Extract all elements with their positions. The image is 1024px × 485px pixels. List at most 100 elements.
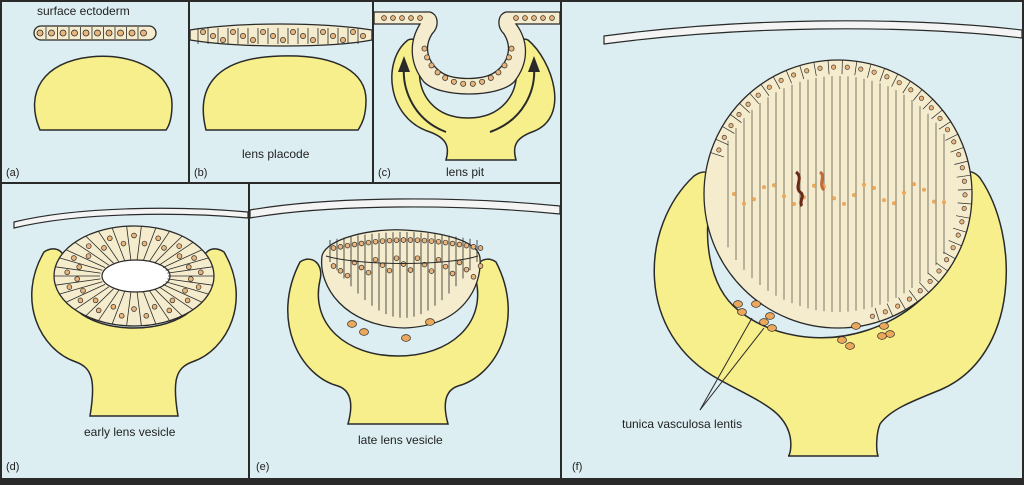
cell-nucleus bbox=[502, 63, 507, 68]
cell-nucleus bbox=[919, 96, 923, 100]
cell-nucleus bbox=[408, 268, 413, 273]
fiber-nucleus bbox=[772, 183, 776, 187]
cell-nucleus bbox=[436, 257, 441, 262]
panel-letter-d: (d) bbox=[6, 461, 19, 473]
cell-nucleus bbox=[918, 289, 922, 293]
cell-nucleus bbox=[81, 288, 86, 293]
cell-nucleus bbox=[331, 264, 336, 269]
cell-nucleus bbox=[951, 246, 955, 250]
cell-nucleus bbox=[67, 285, 72, 290]
panel-letter-b: (b) bbox=[194, 167, 207, 179]
cell-nucleus bbox=[83, 30, 89, 36]
cell-nucleus bbox=[457, 242, 462, 247]
fiber-nucleus bbox=[922, 188, 926, 192]
cell-nucleus bbox=[220, 37, 225, 42]
cell-nucleus bbox=[373, 239, 378, 244]
blood-cell bbox=[838, 337, 847, 344]
fiber-nucleus bbox=[882, 198, 886, 202]
cell-nucleus bbox=[86, 254, 91, 259]
cell-nucleus bbox=[436, 239, 441, 244]
cell-nucleus bbox=[400, 16, 405, 21]
cell-nucleus bbox=[478, 246, 483, 251]
label-early-lens-vesicle: early lens vesicle bbox=[84, 425, 176, 439]
cell-nucleus bbox=[72, 256, 77, 261]
cell-nucleus bbox=[478, 264, 483, 269]
cell-nucleus bbox=[872, 70, 876, 74]
cell-nucleus bbox=[240, 33, 245, 38]
cell-nucleus bbox=[957, 152, 961, 156]
cell-nucleus bbox=[938, 116, 942, 120]
cell-nucleus bbox=[186, 265, 191, 270]
label-lens-placode: lens placode bbox=[242, 147, 310, 161]
cell-nucleus bbox=[496, 70, 501, 75]
cell-nucleus bbox=[93, 298, 98, 303]
cell-nucleus bbox=[429, 63, 434, 68]
optic-vesicle-b bbox=[203, 56, 366, 130]
cell-nucleus bbox=[65, 270, 70, 275]
cell-nucleus bbox=[118, 30, 124, 36]
cell-nucleus bbox=[506, 55, 511, 60]
cell-nucleus bbox=[300, 33, 305, 38]
cell-nucleus bbox=[338, 244, 343, 249]
cell-nucleus bbox=[75, 277, 80, 282]
cell-nucleus bbox=[107, 236, 112, 241]
cell-nucleus bbox=[896, 304, 900, 308]
blood-cell bbox=[880, 323, 889, 330]
cell-nucleus bbox=[86, 244, 91, 249]
cell-nucleus bbox=[550, 16, 555, 21]
cell-nucleus bbox=[359, 241, 364, 246]
cell-nucleus bbox=[132, 307, 137, 312]
cell-nucleus bbox=[121, 241, 126, 246]
cell-nucleus bbox=[831, 65, 835, 69]
cell-nucleus bbox=[909, 88, 913, 92]
cell-nucleus bbox=[408, 238, 413, 243]
cell-nucleus bbox=[152, 304, 157, 309]
cell-nucleus bbox=[907, 297, 911, 301]
blood-cell bbox=[852, 323, 861, 330]
cell-nucleus bbox=[962, 206, 966, 210]
blood-cell bbox=[886, 331, 895, 338]
cell-nucleus bbox=[952, 140, 956, 144]
fiber-nucleus bbox=[872, 186, 876, 190]
cell-nucleus bbox=[162, 246, 167, 251]
cell-nucleus bbox=[956, 233, 960, 237]
panel-letter-f: (f) bbox=[572, 461, 582, 473]
blood-cell bbox=[766, 313, 775, 320]
cell-nucleus bbox=[944, 258, 948, 262]
blood-cell bbox=[768, 325, 777, 332]
cell-nucleus bbox=[779, 78, 783, 82]
cell-nucleus bbox=[167, 308, 172, 313]
cell-nucleus bbox=[345, 243, 350, 248]
cell-nucleus bbox=[532, 16, 537, 21]
cell-nucleus bbox=[387, 238, 392, 243]
cell-nucleus bbox=[729, 123, 733, 127]
cell-nucleus bbox=[119, 313, 124, 318]
fiber-nucleus bbox=[852, 193, 856, 197]
cell-nucleus bbox=[464, 267, 469, 272]
fiber-nucleus bbox=[792, 202, 796, 206]
cell-nucleus bbox=[394, 256, 399, 261]
cell-nucleus bbox=[37, 30, 43, 36]
blood-cell bbox=[752, 301, 761, 308]
cell-nucleus bbox=[129, 30, 135, 36]
cell-nucleus bbox=[200, 29, 205, 34]
cell-nucleus bbox=[451, 79, 456, 84]
fiber-nucleus bbox=[732, 192, 736, 196]
cell-nucleus bbox=[111, 304, 116, 309]
cell-nucleus bbox=[737, 112, 741, 116]
cell-nucleus bbox=[756, 93, 760, 97]
cell-nucleus bbox=[366, 240, 371, 245]
cell-nucleus bbox=[260, 29, 265, 34]
cell-nucleus bbox=[391, 16, 396, 21]
cell-nucleus bbox=[185, 298, 190, 303]
blood-cell bbox=[846, 343, 855, 350]
cell-nucleus bbox=[49, 30, 55, 36]
fiber-nucleus bbox=[902, 191, 906, 195]
cell-nucleus bbox=[509, 46, 514, 51]
cell-nucleus bbox=[963, 193, 967, 197]
cell-nucleus bbox=[250, 37, 255, 42]
fiber-nucleus bbox=[812, 184, 816, 188]
cell-nucleus bbox=[170, 298, 175, 303]
cell-nucleus bbox=[360, 33, 365, 38]
